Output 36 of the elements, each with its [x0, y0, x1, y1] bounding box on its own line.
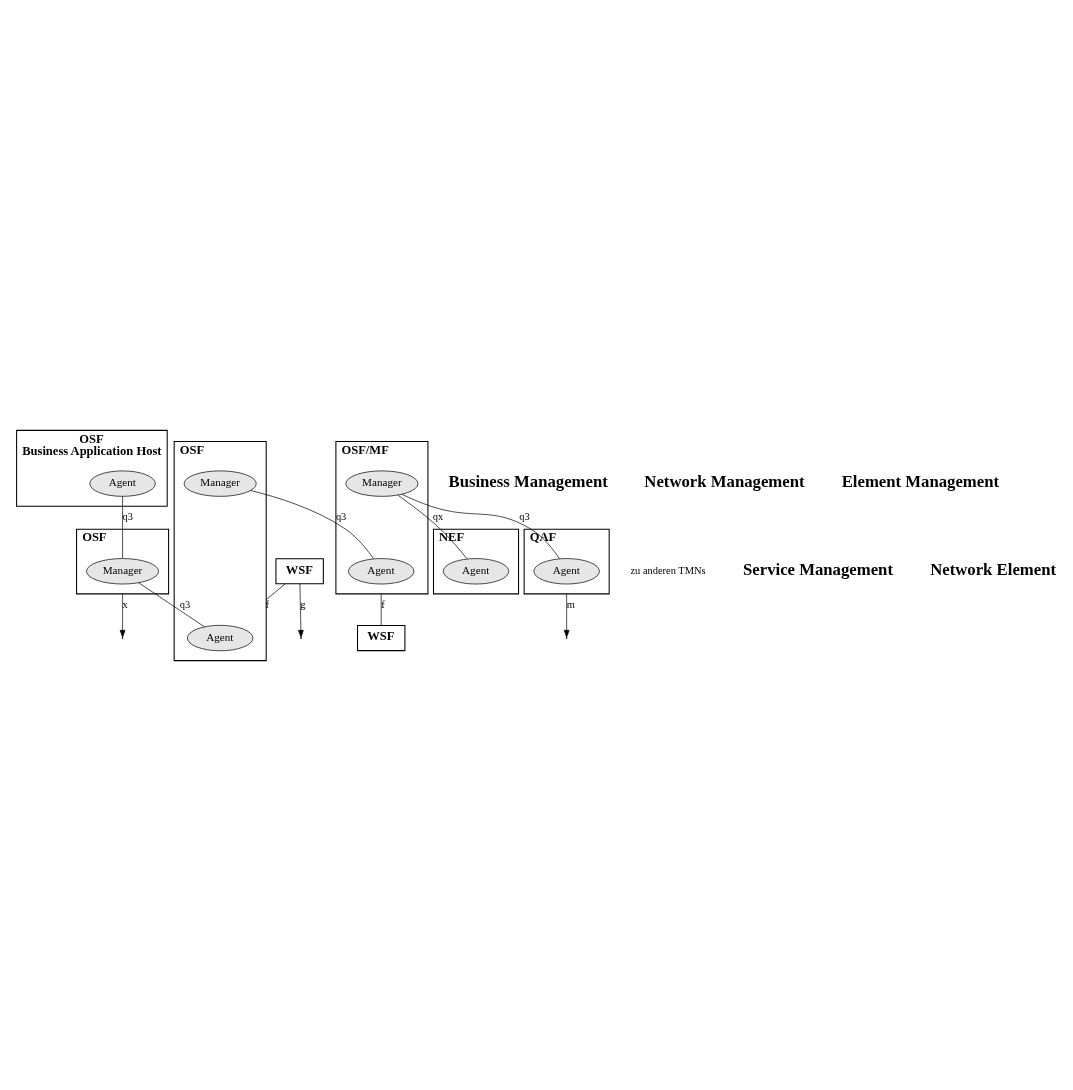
arrow — [119, 593, 126, 638]
connector — [250, 489, 374, 559]
edge-label: x — [122, 598, 128, 610]
edge-label: q3 — [122, 510, 134, 522]
label: Network Element — [930, 559, 1057, 579]
edge-label: m — [566, 598, 575, 610]
label: Service Management — [743, 559, 893, 579]
node-box: WSF — [357, 624, 406, 651]
connector — [265, 583, 286, 600]
node-ellipse: Agent — [442, 557, 510, 584]
connector — [380, 593, 382, 626]
connector — [122, 495, 123, 559]
connector — [138, 581, 205, 627]
node-ellipse: Manager — [86, 557, 159, 584]
node-ellipse: Agent — [89, 470, 156, 497]
edge-label: g — [300, 598, 306, 610]
edge-label: f — [265, 598, 269, 610]
label: Business Management — [448, 471, 608, 491]
node-ellipse: Manager — [345, 470, 419, 497]
edge-label: q3 — [519, 510, 530, 522]
node-ellipse: Agent — [533, 557, 600, 584]
label: zu anderen TMNs — [630, 564, 706, 576]
edge-label: q3 — [335, 510, 347, 522]
node-ellipse: Agent — [348, 557, 415, 584]
arrow — [563, 593, 570, 638]
node-ellipse: Agent — [187, 624, 254, 651]
edge-label: qx — [432, 510, 444, 522]
label: Element Management — [841, 471, 1000, 491]
connector — [397, 494, 468, 559]
connector — [401, 493, 560, 559]
edge-label: q3 — [179, 598, 191, 610]
node-box: WSF — [275, 557, 324, 584]
edge-label: f — [381, 598, 385, 610]
node-ellipse: Manager — [183, 470, 257, 497]
label: Network Management — [644, 471, 805, 491]
arrow — [298, 583, 304, 638]
